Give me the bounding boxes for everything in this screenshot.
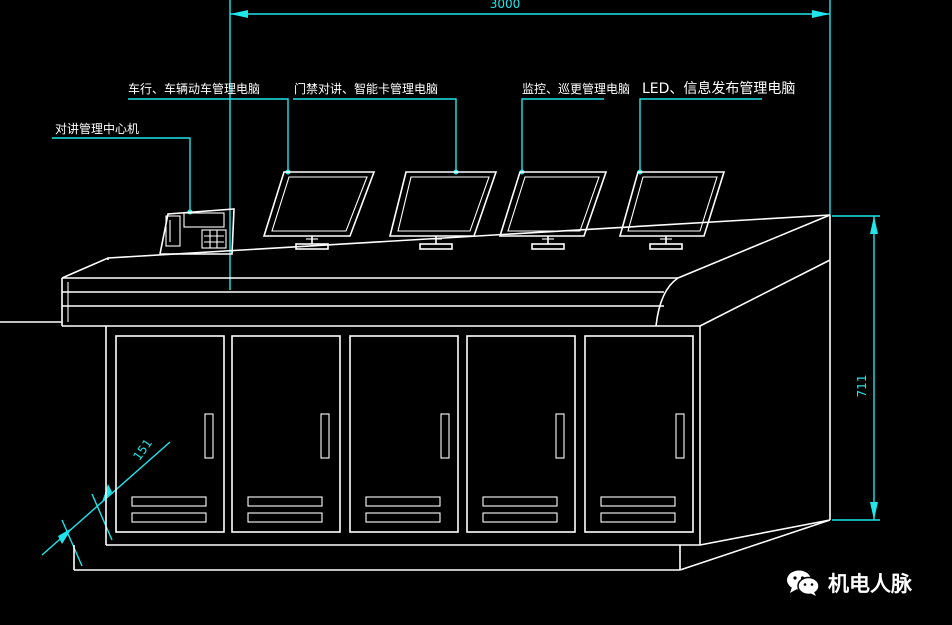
monitor xyxy=(498,171,608,250)
monitors xyxy=(262,171,726,250)
monitor xyxy=(388,171,498,250)
callout-car-label: 车行、车辆动车管理电脑 xyxy=(128,81,260,96)
right-dimension: 711 xyxy=(832,215,880,521)
cabinet-door xyxy=(584,335,694,533)
callout-monitor-label: 监控、巡更管理电脑 xyxy=(522,81,630,96)
cabinet-door xyxy=(115,335,225,533)
callout-led-label: LED、信息发布管理电脑 xyxy=(642,80,795,97)
intercom-unit xyxy=(159,208,235,255)
watermark-text: 机电人脉 xyxy=(828,572,912,596)
cabinet-door xyxy=(349,335,459,533)
console-desk xyxy=(0,214,831,571)
cabinet-door xyxy=(231,335,341,533)
top-dimension: 3000 xyxy=(229,0,831,290)
callout-leaders xyxy=(52,98,762,215)
wechat-icon xyxy=(787,570,820,596)
callout-intercom-label: 对讲管理中心机 xyxy=(55,121,139,136)
cabinet-door xyxy=(466,335,576,533)
watermark: 机电人脉 xyxy=(786,568,912,598)
callout-door-label: 门禁对讲、智能卡管理电脑 xyxy=(294,81,438,96)
top-dimension-value: 3000 xyxy=(490,0,521,11)
monitor xyxy=(262,171,376,250)
right-dimension-value: 711 xyxy=(855,375,869,398)
cabinet-doors xyxy=(115,335,694,533)
monitor xyxy=(618,171,726,250)
